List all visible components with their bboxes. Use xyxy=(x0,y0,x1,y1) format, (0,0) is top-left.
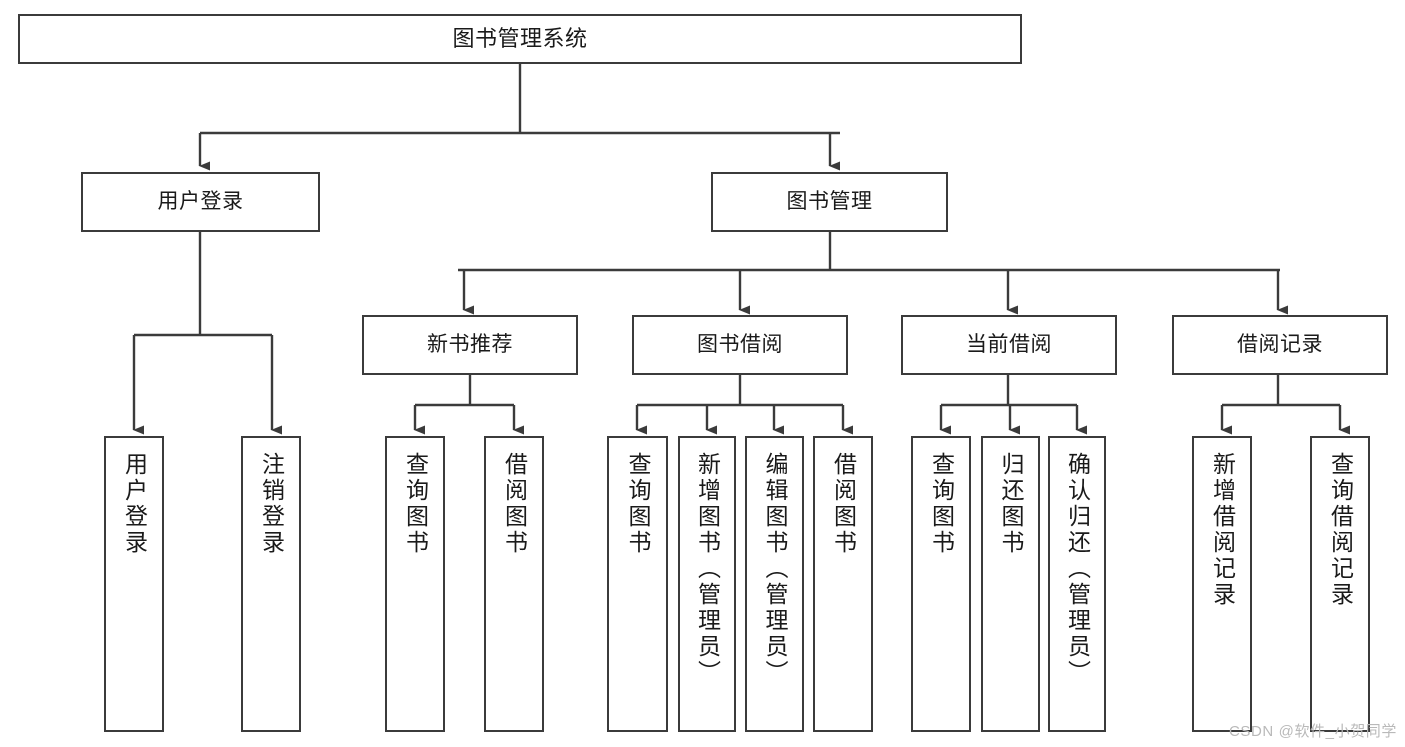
node-borrow-record[interactable]: 借阅记录 xyxy=(1172,315,1388,375)
node-label: 注销登录 xyxy=(258,452,285,556)
node-book-management[interactable]: 图书管理 xyxy=(711,172,948,232)
leaf-borrow-book[interactable]: 借阅图书 xyxy=(813,436,873,732)
leaf-return-book[interactable]: 归还图书 xyxy=(981,436,1040,732)
node-root-system[interactable]: 图书管理系统 xyxy=(18,14,1022,64)
node-label: 新书推荐 xyxy=(427,332,513,356)
node-label: 图书管理系统 xyxy=(452,26,588,52)
leaf-query-borrow-record[interactable]: 查询借阅记录 xyxy=(1310,436,1370,732)
node-label: 新增借阅记录 xyxy=(1209,452,1236,608)
node-label: 查询借阅记录 xyxy=(1327,452,1354,608)
node-label: 编辑图书（管理员） xyxy=(762,452,788,686)
leaf-logout-login[interactable]: 注销登录 xyxy=(241,436,301,732)
node-user-login[interactable]: 用户登录 xyxy=(81,172,320,232)
leaf-confirm-return[interactable]: 确认归还（管理员） xyxy=(1048,436,1106,732)
leaf-query-book-current[interactable]: 查询图书 xyxy=(911,436,971,732)
node-label: 图书借阅 xyxy=(697,332,783,356)
leaf-user-login[interactable]: 用户登录 xyxy=(104,436,164,732)
node-label: 用户登录 xyxy=(157,189,244,213)
leaf-borrow-book-recommend[interactable]: 借阅图书 xyxy=(484,436,544,732)
node-label: 图书管理 xyxy=(786,189,873,213)
node-label: 当前借阅 xyxy=(966,332,1052,356)
node-label: 归还图书 xyxy=(998,452,1024,556)
node-label: 查询图书 xyxy=(625,452,651,556)
node-label: 用户登录 xyxy=(121,452,148,556)
leaf-add-book[interactable]: 新增图书（管理员） xyxy=(678,436,736,732)
node-current-borrow[interactable]: 当前借阅 xyxy=(901,315,1117,375)
node-label: 确认归还（管理员） xyxy=(1064,452,1091,686)
node-label: 借阅记录 xyxy=(1237,332,1323,356)
node-label: 新增图书（管理员） xyxy=(694,452,721,686)
node-label: 借阅图书 xyxy=(830,452,857,556)
leaf-query-book-recommend[interactable]: 查询图书 xyxy=(385,436,445,732)
node-label: 查询图书 xyxy=(928,452,955,556)
leaf-add-borrow-record[interactable]: 新增借阅记录 xyxy=(1192,436,1252,732)
node-label: 借阅图书 xyxy=(501,452,528,556)
node-label: 查询图书 xyxy=(402,452,429,556)
leaf-edit-book[interactable]: 编辑图书（管理员） xyxy=(745,436,804,732)
node-book-borrow[interactable]: 图书借阅 xyxy=(632,315,848,375)
watermark: CSDN @软件_小贺同学 xyxy=(1228,723,1397,740)
node-new-book-recommend[interactable]: 新书推荐 xyxy=(362,315,578,375)
leaf-query-book-borrow[interactable]: 查询图书 xyxy=(607,436,668,732)
